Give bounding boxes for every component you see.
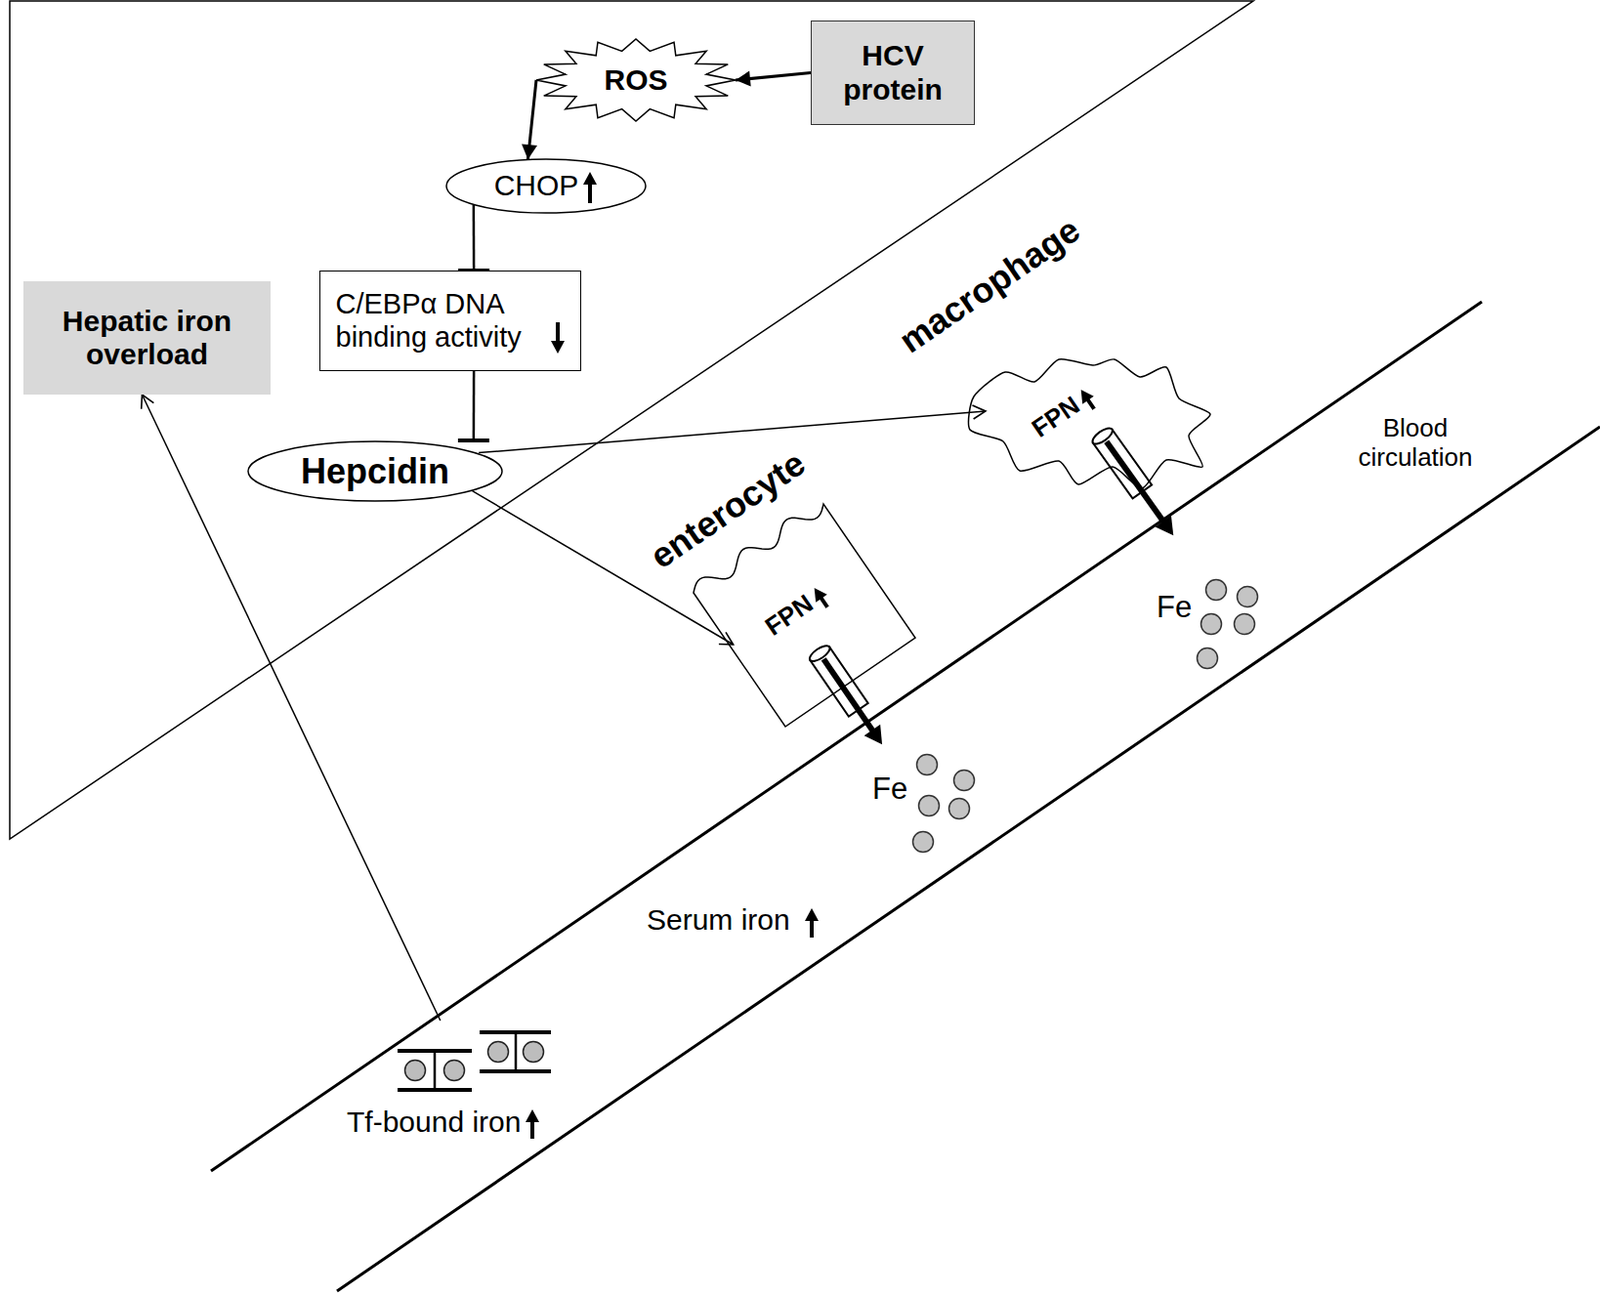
iron-dot	[523, 1042, 545, 1063]
node-content: Tf-bound iron	[346, 1105, 541, 1140]
label-group: Blood circulation	[1352, 414, 1478, 473]
rotated-text-group: FPN	[759, 579, 834, 643]
channel-end	[806, 642, 832, 665]
overload-box: Hepatic iron overload	[23, 281, 271, 395]
hepatocyte-outline	[9, 0, 1254, 840]
iron-dot	[444, 1060, 465, 1082]
node-text: Hepcidin	[300, 451, 450, 492]
rotated-text-group: macrophage	[891, 209, 1088, 361]
node-content: HCV protein	[829, 39, 957, 107]
inhibition-connector	[472, 371, 476, 441]
level-arrow	[803, 908, 820, 938]
node-content: Hepcidin	[300, 451, 450, 492]
hepcidin-ellipse: Hepcidin	[247, 440, 504, 503]
starburst-outline	[536, 39, 736, 122]
vessel-wall	[336, 426, 1600, 1292]
iron-dot	[1206, 580, 1227, 601]
iron-dot	[405, 1060, 426, 1082]
label-group: Fe	[1156, 589, 1192, 626]
export-arrowhead	[1155, 515, 1182, 542]
node-content: Hepatic iron overload	[49, 304, 246, 373]
label-group: Serum iron	[646, 903, 820, 938]
protein-name: FPN	[1026, 390, 1086, 444]
protein-name: FPN	[759, 589, 819, 642]
node-content: C/EBPα DNA binding activity	[336, 288, 566, 354]
iron-dot	[1197, 648, 1219, 670]
arrow-head	[804, 908, 819, 922]
label-text: Fe	[872, 771, 908, 807]
chop-ellipse: CHOP	[445, 158, 647, 214]
activity-box: C/EBPα DNA binding activity	[319, 270, 582, 372]
arrow-connector	[527, 80, 537, 160]
transferrin-symbol	[479, 1032, 551, 1072]
macrophage-cell: macrophageFPN	[966, 357, 1215, 491]
iron-dot	[917, 755, 938, 776]
arrow-head	[808, 584, 828, 603]
node-outline	[966, 357, 1215, 491]
protein-box: HCV protein	[810, 20, 975, 126]
label-text: Blood circulation	[1352, 414, 1478, 473]
ros-starburst: ROS	[536, 39, 736, 122]
arrow-head	[1075, 385, 1095, 405]
iron-dot	[949, 799, 970, 820]
enterocyte-outline	[693, 504, 916, 727]
level-arrow	[582, 171, 598, 204]
enterocyte-cell: enterocyteFPN	[689, 498, 920, 733]
node-text: CHOP	[494, 168, 580, 204]
arrow-connector	[735, 73, 811, 82]
iron-dot	[1234, 614, 1256, 635]
level-arrow	[524, 1109, 541, 1139]
cell-heading: macrophage	[891, 209, 1088, 361]
level-arrow	[549, 322, 566, 354]
arrow-shaft	[588, 181, 592, 204]
iron-dot	[913, 832, 934, 853]
rotated-text-group: FPN	[1026, 380, 1100, 445]
arrow-head	[525, 1109, 540, 1123]
export-arrow	[1106, 441, 1165, 523]
transferrin-symbol	[397, 1051, 472, 1091]
node-content: ROS	[603, 63, 668, 98]
arrow-connector	[478, 411, 986, 454]
label-text: Serum iron	[646, 903, 791, 938]
cell-heading: enterocyte	[642, 442, 813, 577]
node-text: C/EBPα DNA binding activity	[336, 288, 547, 354]
rotated-text-group: enterocyte	[642, 442, 813, 577]
iron-dot	[919, 796, 940, 817]
ferroportin-channel	[806, 642, 891, 752]
inhibition-connector	[472, 205, 476, 271]
arrow-head	[550, 340, 565, 354]
iron-dot	[954, 770, 975, 792]
iron-dot	[1201, 614, 1222, 635]
macrophage-outline	[968, 359, 1212, 489]
vessel-wall	[210, 301, 1482, 1172]
node-text: ROS	[603, 63, 668, 98]
label-text: Fe	[1156, 589, 1192, 626]
node-text: Hepatic iron overload	[49, 304, 246, 373]
transferrin-link	[433, 1051, 437, 1091]
ferroportin-channel	[1090, 424, 1183, 543]
arrow-shaft	[555, 322, 560, 344]
node-text: HCV protein	[829, 39, 957, 107]
ellipse-outline	[248, 441, 503, 502]
transferrin-link	[514, 1032, 518, 1072]
node-text: Tf-bound iron	[346, 1105, 521, 1140]
iron-particles	[913, 580, 1259, 853]
iron-dot	[488, 1042, 509, 1063]
export-arrowhead	[864, 724, 891, 751]
iron-dot	[1237, 587, 1259, 608]
ellipse-outline	[446, 159, 646, 213]
arrow-head	[583, 171, 597, 185]
node-content: CHOP	[494, 168, 599, 204]
transferrin-iron: Tf-bound iron	[341, 1020, 577, 1143]
label-group: Fe	[872, 771, 908, 807]
